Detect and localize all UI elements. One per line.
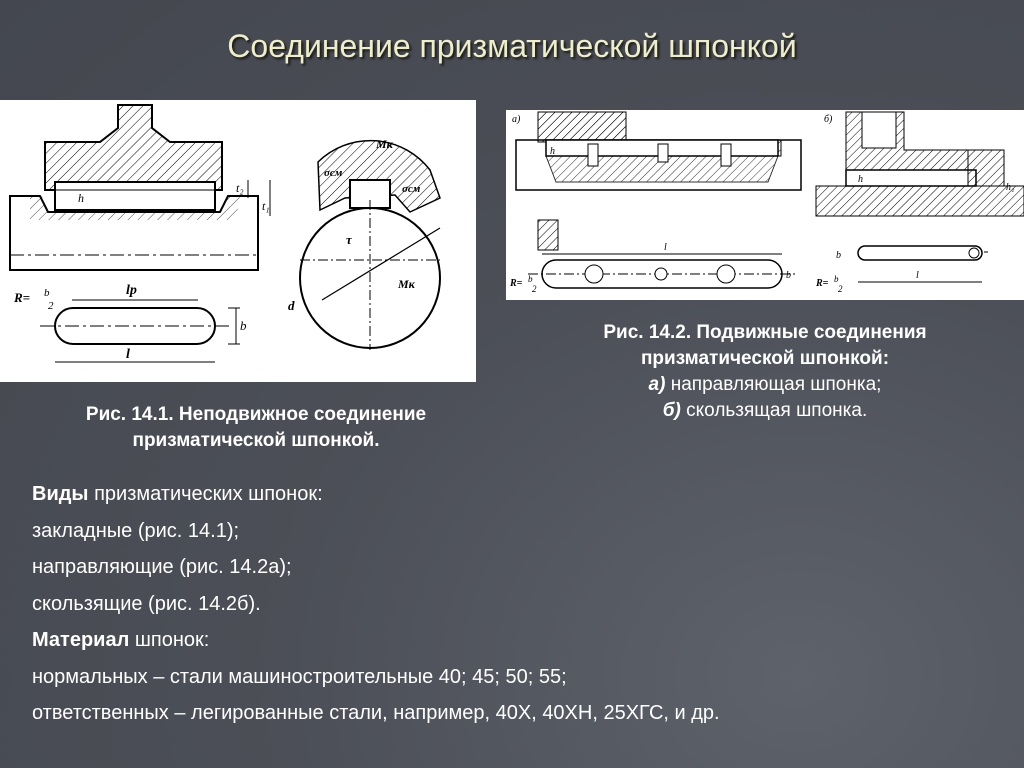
label-sigma-left: σсм [324, 167, 343, 179]
figure-14-2-caption: Рис. 14.2. Подвижные соединения призмати… [506, 320, 1024, 424]
label-b: b [240, 318, 247, 333]
caption-14-2-b: б) скользящая шпонка. [506, 398, 1024, 424]
types-rest: призматических шпонок: [88, 483, 323, 505]
label-R-b: R= [815, 278, 829, 289]
label-l: l [126, 347, 130, 362]
label-R-den: 2 [48, 300, 54, 312]
label-Mk-bottom: Mк [397, 277, 416, 291]
label-h-a: h [550, 146, 555, 157]
panel-b-label: б) [824, 114, 833, 125]
label-d: d [288, 298, 295, 313]
label-b-b: b [836, 250, 841, 261]
types-heading: Виды [32, 483, 89, 505]
label-t1: t₁ [262, 199, 270, 213]
label-R-a: R= [509, 278, 523, 289]
label-R-a-den: 2 [532, 284, 537, 294]
panel-a-label: а) [512, 114, 521, 125]
label-R-num: b [44, 287, 50, 299]
label-tau: τ [346, 232, 353, 247]
label-h-b: h [858, 174, 863, 185]
label-h: h [78, 191, 84, 205]
caption-a-prefix: а) [648, 374, 666, 395]
material-rest: шпонок: [129, 629, 210, 651]
label-R-a-num: b [528, 274, 533, 284]
material-line: Материал шпонок: [32, 622, 1012, 659]
label-R-b-num: b [834, 274, 839, 284]
label-Mk-top: Mк [375, 137, 394, 151]
caption-b-prefix: б) [662, 400, 681, 421]
caption-14-1-line2: призматической шпонкой. [132, 430, 380, 451]
figure-14-1-drawing: h t₂ t₁ R= b 2 lp b l Mк σсм σсм τ Mк d [9, 104, 441, 363]
figure-14-1: h t₂ t₁ R= b 2 lp b l Mк σсм σсм τ Mк d [0, 100, 476, 382]
label-l-b: l [916, 270, 919, 281]
slide-body: Виды призматических шпонок: закладные (р… [32, 476, 1012, 732]
figure-14-2: а) б) h l b R= b 2 [506, 110, 1024, 300]
material-heading: Материал [32, 629, 130, 651]
caption-14-2-a: а) направляющая шпонка; [506, 372, 1024, 398]
label-h1-b: h₁ [1006, 182, 1014, 193]
type-3: скользящие (рис. 14.2б). [32, 592, 261, 615]
label-t2: t₂ [236, 181, 244, 195]
slide-title: Соединение призматической шпонкой [227, 28, 797, 64]
types-line: Виды призматических шпонок: [32, 476, 1012, 513]
type-2: направляющие (рис. 14.2а); [32, 556, 292, 578]
label-sigma-right: σсм [402, 183, 421, 195]
caption-b-text: скользящая шпонка. [680, 400, 868, 421]
figure-14-1-caption: Рис. 14.1. Неподвижное соединение призма… [0, 402, 512, 454]
material-1: нормальных – стали машиностроительные 40… [32, 665, 567, 688]
type-1: закладные (рис. 14.1); [32, 519, 240, 542]
label-l-a: l [664, 242, 667, 253]
label-b-a: b [786, 270, 791, 281]
figure-14-2-drawing: а) б) h l b R= b 2 [509, 111, 1024, 294]
label-lp: lp [126, 283, 137, 298]
caption-14-2-line1: Рис. 14.2. Подвижные соединения [603, 322, 927, 343]
material-2: ответственных – легированные стали, напр… [32, 702, 720, 724]
caption-14-1-line1: Рис. 14.1. Неподвижное соединение [85, 404, 427, 425]
label-R: R= [13, 290, 30, 305]
caption-a-text: направляющая шпонка; [665, 374, 882, 395]
label-R-b-den: 2 [838, 284, 843, 294]
caption-14-2-line2: призматической шпонкой: [640, 348, 890, 369]
